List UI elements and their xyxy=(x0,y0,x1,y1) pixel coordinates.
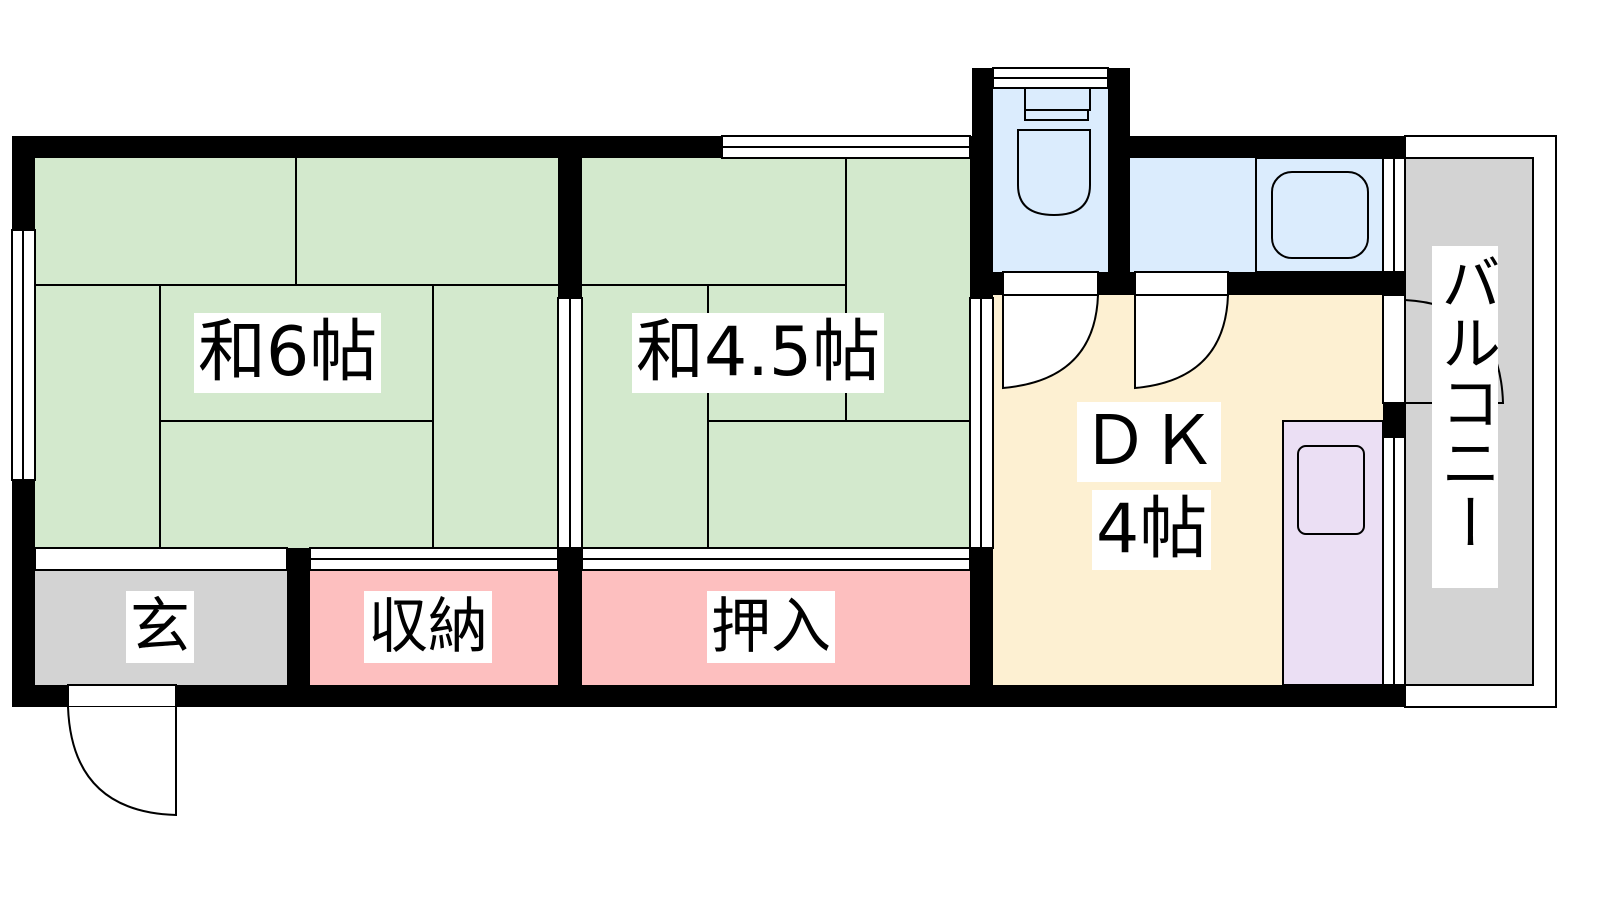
room-label-balcony: バルコニー xyxy=(1430,246,1501,588)
room-bath xyxy=(1255,157,1384,273)
room-label-oshiire: 押入 xyxy=(707,591,835,663)
room-label-genkan: 玄 xyxy=(126,591,194,663)
toilet-icon xyxy=(1017,88,1091,217)
windows xyxy=(11,67,1406,686)
room-label-dk-size: 4帖 xyxy=(1092,490,1212,570)
balcony-label-text: バルコニー xyxy=(1430,252,1501,552)
room-label-shuno: 収納 xyxy=(364,591,492,663)
room-washroom xyxy=(1130,158,1256,272)
doors xyxy=(67,271,1505,817)
room-label-dk: ＤＫ xyxy=(1077,402,1222,482)
room-label-washitsu-6: 和6帖 xyxy=(194,313,382,393)
sink-icon xyxy=(1297,445,1365,535)
bathtub-icon xyxy=(1271,171,1369,259)
room-label-washitsu-45: 和4.5帖 xyxy=(632,313,885,393)
